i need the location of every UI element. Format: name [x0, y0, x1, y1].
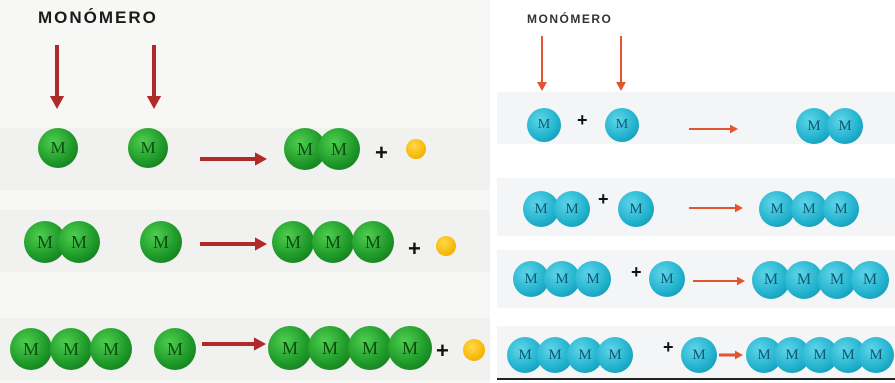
- monomer-bead: M: [575, 261, 611, 297]
- monomer-bead: M: [554, 191, 590, 227]
- monomer-bead: M: [746, 337, 782, 373]
- monomer-pointer-arrow-head: [616, 82, 626, 91]
- bottom-rule: [497, 378, 895, 380]
- plus-sign: +: [577, 110, 588, 130]
- monomer-pointer-arrow-head: [146, 96, 162, 109]
- plus-sign: +: [375, 140, 388, 165]
- monomer-bead: M: [154, 328, 196, 370]
- monomer-bead: M: [759, 191, 795, 227]
- reaction-arrow-head: [737, 276, 745, 286]
- monomer-bead: M: [544, 261, 580, 297]
- monomer-title: MONÓMERO: [527, 12, 613, 26]
- reaction-arrow-head: [735, 203, 743, 213]
- monomer-bead: M: [649, 261, 685, 297]
- left-arrows: [49, 45, 267, 351]
- reaction-arrow-head: [254, 337, 266, 351]
- monomer-bead: M: [348, 326, 392, 370]
- monomer-bead: M: [268, 326, 312, 370]
- plus-sign: +: [408, 236, 421, 261]
- monomer-bead: M: [681, 337, 717, 373]
- monomer-bead: M: [597, 337, 633, 373]
- plus-sign: +: [436, 338, 449, 363]
- monomer-bead: M: [527, 108, 561, 142]
- monomer-bead: M: [791, 191, 827, 227]
- monomer-bead: M: [10, 328, 52, 370]
- monomer-bead: M: [858, 337, 894, 373]
- monomer-bead: M: [140, 221, 182, 263]
- plus-sign: +: [663, 337, 674, 357]
- byproduct-molecule: [406, 139, 426, 159]
- monomer-bead: M: [605, 108, 639, 142]
- reaction-arrow-head: [735, 350, 743, 360]
- monomer-bead: M: [38, 128, 78, 168]
- monomer-bead: M: [90, 328, 132, 370]
- monomer-pointer-arrow-head: [49, 96, 65, 109]
- monomer-bead: M: [523, 191, 559, 227]
- monomer-title: MONÓMERO: [38, 8, 158, 27]
- right-arrows: [537, 36, 745, 360]
- monomer-bead: M: [785, 261, 823, 299]
- monomer-bead: M: [318, 128, 360, 170]
- reaction-arrow-head: [255, 152, 267, 166]
- monomer-bead: M: [851, 261, 889, 299]
- monomer-bead: M: [312, 221, 354, 263]
- monomer-bead: M: [818, 261, 856, 299]
- monomer-bead: M: [827, 108, 863, 144]
- monomer-bead: M: [352, 221, 394, 263]
- monomer-bead: M: [308, 326, 352, 370]
- reaction-arrow-head: [730, 124, 738, 134]
- monomer-bead: M: [513, 261, 549, 297]
- monomer-bead: M: [388, 326, 432, 370]
- monomer-bead: M: [50, 328, 92, 370]
- monomer-pointer-arrow-head: [537, 82, 547, 91]
- byproduct-molecule: [436, 236, 456, 256]
- monomer-bead: M: [618, 191, 654, 227]
- monomer-bead: M: [128, 128, 168, 168]
- monomer-bead: M: [823, 191, 859, 227]
- byproduct-molecule: [463, 339, 485, 361]
- monomer-bead: M: [796, 108, 832, 144]
- reaction-arrow-head: [255, 237, 267, 251]
- plus-sign: +: [631, 262, 642, 282]
- monomer-bead: M: [752, 261, 790, 299]
- monomer-bead: M: [272, 221, 314, 263]
- monomer-bead: M: [58, 221, 100, 263]
- plus-sign: +: [598, 189, 609, 209]
